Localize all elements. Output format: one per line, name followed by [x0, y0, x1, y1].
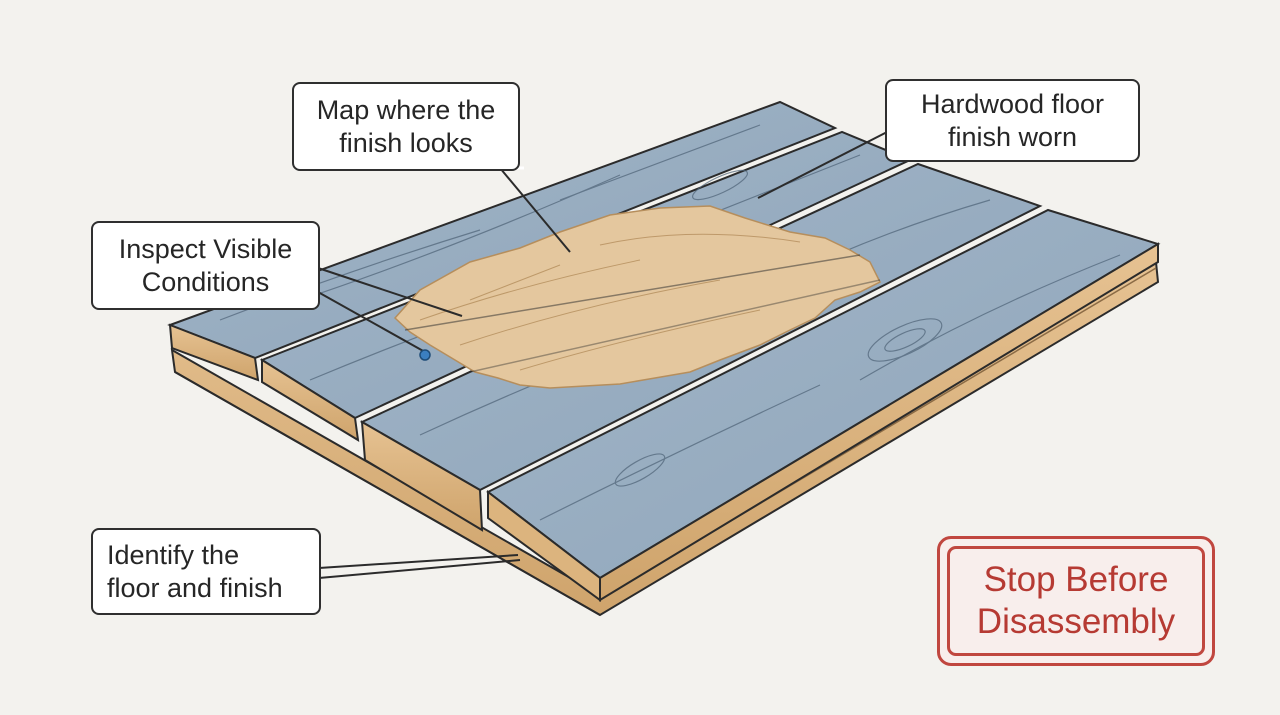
callout-identify-line-2: floor and finish — [107, 572, 283, 603]
callout-inspect-line-2: Conditions — [141, 266, 270, 297]
callout-inspect-line-1: Inspect Visible — [118, 233, 293, 264]
leader-identify — [318, 554, 519, 569]
stop-stamp: Stop Before Disassembly — [937, 536, 1215, 666]
callout-identify-floor: Identify the floor and finish — [91, 528, 321, 615]
callout-hardwood-finish: Hardwood floor finish worn — [885, 79, 1140, 162]
stamp-line-2: Disassembly — [976, 602, 1176, 641]
callout-identify-line-1: Identify the — [107, 539, 240, 570]
callout-hardwood-line-1: Hardwood floor — [920, 88, 1105, 119]
leader-hardwood — [757, 127, 896, 199]
callout-map-line-2: finish looks — [339, 127, 473, 158]
callout-hardwood-line-2: finish worn — [947, 121, 1078, 152]
leader-inspect — [317, 267, 463, 317]
stamp-line-1: Stop Before — [983, 560, 1169, 599]
callout-inspect-conditions: Inspect Visible Conditions — [91, 221, 320, 310]
leader-map — [499, 167, 571, 253]
callout-map-line-1: Map where the — [316, 94, 496, 125]
stop-stamp-inner: Stop Before Disassembly — [947, 546, 1205, 656]
worn-finish-patch — [393, 205, 882, 389]
callout-map-finish: Map where the finish looks — [292, 82, 520, 171]
leader-lines — [317, 127, 896, 579]
inspect-marker — [419, 349, 431, 361]
